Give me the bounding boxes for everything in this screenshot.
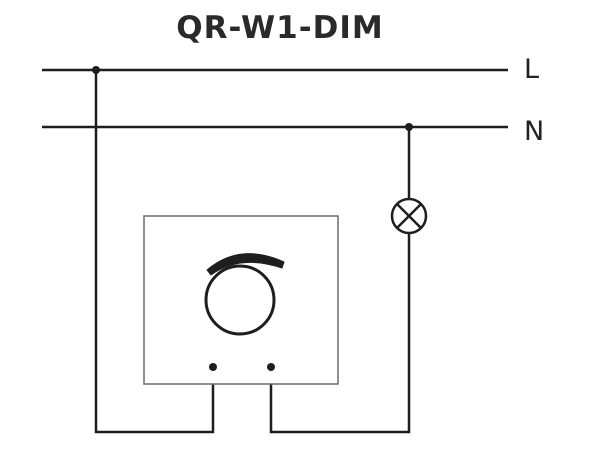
dimmer-terminal-right	[267, 363, 275, 371]
dimmer-terminal-left	[209, 363, 217, 371]
diagram-title: QR-W1-DIM	[176, 10, 384, 46]
dimmer-knob-icon	[204, 253, 285, 336]
live-line-label: L	[524, 54, 540, 85]
live-to-dimmer-wire	[94, 70, 215, 434]
lamp-icon	[390, 197, 428, 235]
neutral-line-label: N	[524, 116, 545, 147]
dimmer-to-lamp-wire	[269, 233, 411, 434]
